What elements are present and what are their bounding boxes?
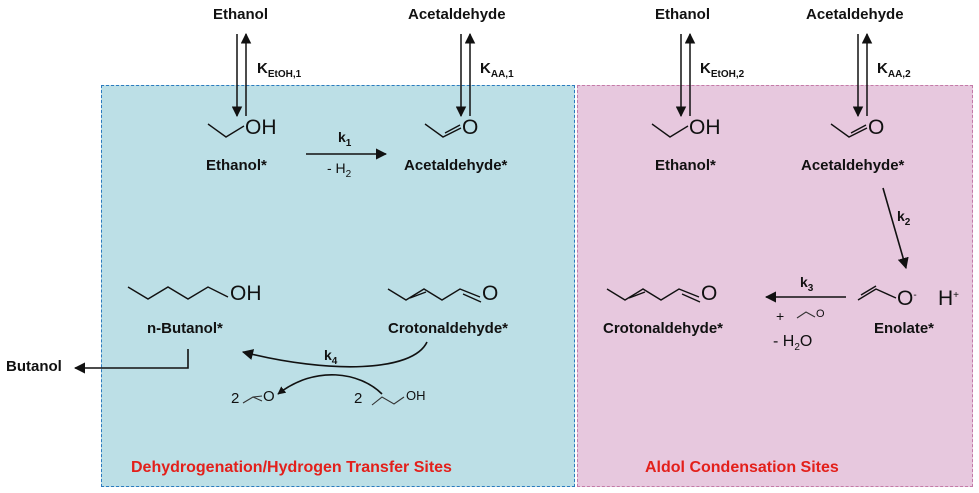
k3-label: k3	[800, 274, 814, 294]
butanol-gas: Butanol	[6, 358, 62, 375]
plus-acetaldehyde-note: +	[776, 308, 785, 324]
acetaldehyde-small-aldol	[796, 311, 816, 319]
acetaldehyde-small-reagent	[242, 396, 263, 404]
right-region-title: Aldol Condensation Sites	[645, 459, 839, 476]
acetaldehyde-coefficient: 2	[231, 390, 240, 407]
equilibrium-acetaldehyde-2	[852, 32, 873, 118]
k2-arrow	[882, 187, 909, 270]
acetaldehyde-gas-1: Acetaldehyde	[408, 6, 506, 23]
acetaldehyde-carbonyl-1	[444, 124, 461, 134]
ethanol-oh-2: OH	[689, 116, 721, 139]
equilibrium-ethanol-1	[231, 32, 252, 118]
enolate-double-bond	[860, 285, 877, 296]
ethanol-ads-2: Ethanol*	[655, 157, 716, 174]
left-region-title: Dehydrogenation/Hydrogen Transfer Sites	[131, 459, 452, 476]
ethanol-structure-1	[207, 123, 245, 138]
acetaldehyde-structure-2	[830, 123, 868, 138]
butanol-desorption-arrow	[73, 349, 189, 374]
k-aa-2-label: KAA,2	[877, 60, 911, 80]
minus-h2o-note: - H2O	[773, 333, 813, 353]
nbutanol-structure	[127, 286, 229, 300]
k-etoh-2-label: KEtOH,2	[700, 60, 745, 80]
k4-label: k4	[324, 347, 338, 367]
k-etoh-1-label: KEtOH,1	[257, 60, 302, 80]
equilibrium-acetaldehyde-1	[455, 32, 476, 118]
k4-arrow	[241, 341, 428, 368]
ethanol-gas-1: Ethanol	[213, 6, 268, 23]
nbutanol-oh: OH	[230, 282, 262, 305]
acetaldehyde-structure-1	[424, 123, 462, 138]
nbutanol-ads: n-Butanol*	[147, 320, 223, 337]
enolate-oxygen: O-	[897, 287, 917, 310]
proton-label: H+	[938, 287, 960, 310]
crotonaldehyde-structure-1	[387, 288, 481, 301]
ethanol-small-oh: OH	[406, 388, 426, 403]
crotonaldehyde-ads-1: Crotonaldehyde*	[388, 320, 509, 337]
ethanol-ads-1: Ethanol*	[206, 157, 267, 174]
crotonaldehyde-o-2: O	[701, 282, 718, 305]
ethanol-small-reagent	[371, 396, 405, 406]
k2-label: k2	[897, 208, 911, 228]
crotonaldehyde-o-1: O	[482, 282, 499, 305]
k1-label: k1	[338, 129, 352, 149]
crotonaldehyde-carbonyl-2	[681, 293, 701, 303]
acetaldehyde-carbonyl-2	[850, 124, 867, 134]
crotonaldehyde-carbonyl-1	[462, 293, 482, 303]
ethanol-coefficient: 2	[354, 390, 363, 407]
k-aa-1-label: KAA,1	[480, 60, 514, 80]
dehydrogenation-sites-region	[101, 85, 575, 487]
acetaldehyde-o-2: O	[868, 116, 885, 139]
ethanol-oh-1: OH	[245, 116, 277, 139]
crotonaldehyde-structure-2	[606, 288, 700, 301]
aldol-condensation-sites-region	[577, 85, 973, 487]
crotonaldehyde-double-bond-2	[628, 291, 646, 299]
minus-h2-note: - H2	[327, 160, 352, 180]
enolate-ads: Enolate*	[874, 320, 935, 337]
acetaldehyde-ads-1: Acetaldehyde*	[404, 157, 508, 174]
ethanol-structure-2	[651, 123, 689, 138]
acetaldehyde-ads-2: Acetaldehyde*	[801, 157, 905, 174]
enolate-structure	[857, 288, 897, 301]
ethanol-gas-2: Ethanol	[655, 6, 710, 23]
acetaldehyde-gas-2: Acetaldehyde	[806, 6, 904, 23]
acetaldehyde-small-aldol-o: O	[816, 308, 825, 320]
k4-coproduct-arrow	[277, 374, 383, 395]
crotonaldehyde-ads-2: Crotonaldehyde*	[603, 320, 724, 337]
crotonaldehyde-double-bond-1	[409, 291, 427, 299]
acetaldehyde-small-carbonyl	[252, 395, 263, 398]
acetaldehyde-o-1: O	[462, 116, 479, 139]
equilibrium-ethanol-2	[675, 32, 696, 118]
acetaldehyde-small-o: O	[263, 388, 275, 405]
